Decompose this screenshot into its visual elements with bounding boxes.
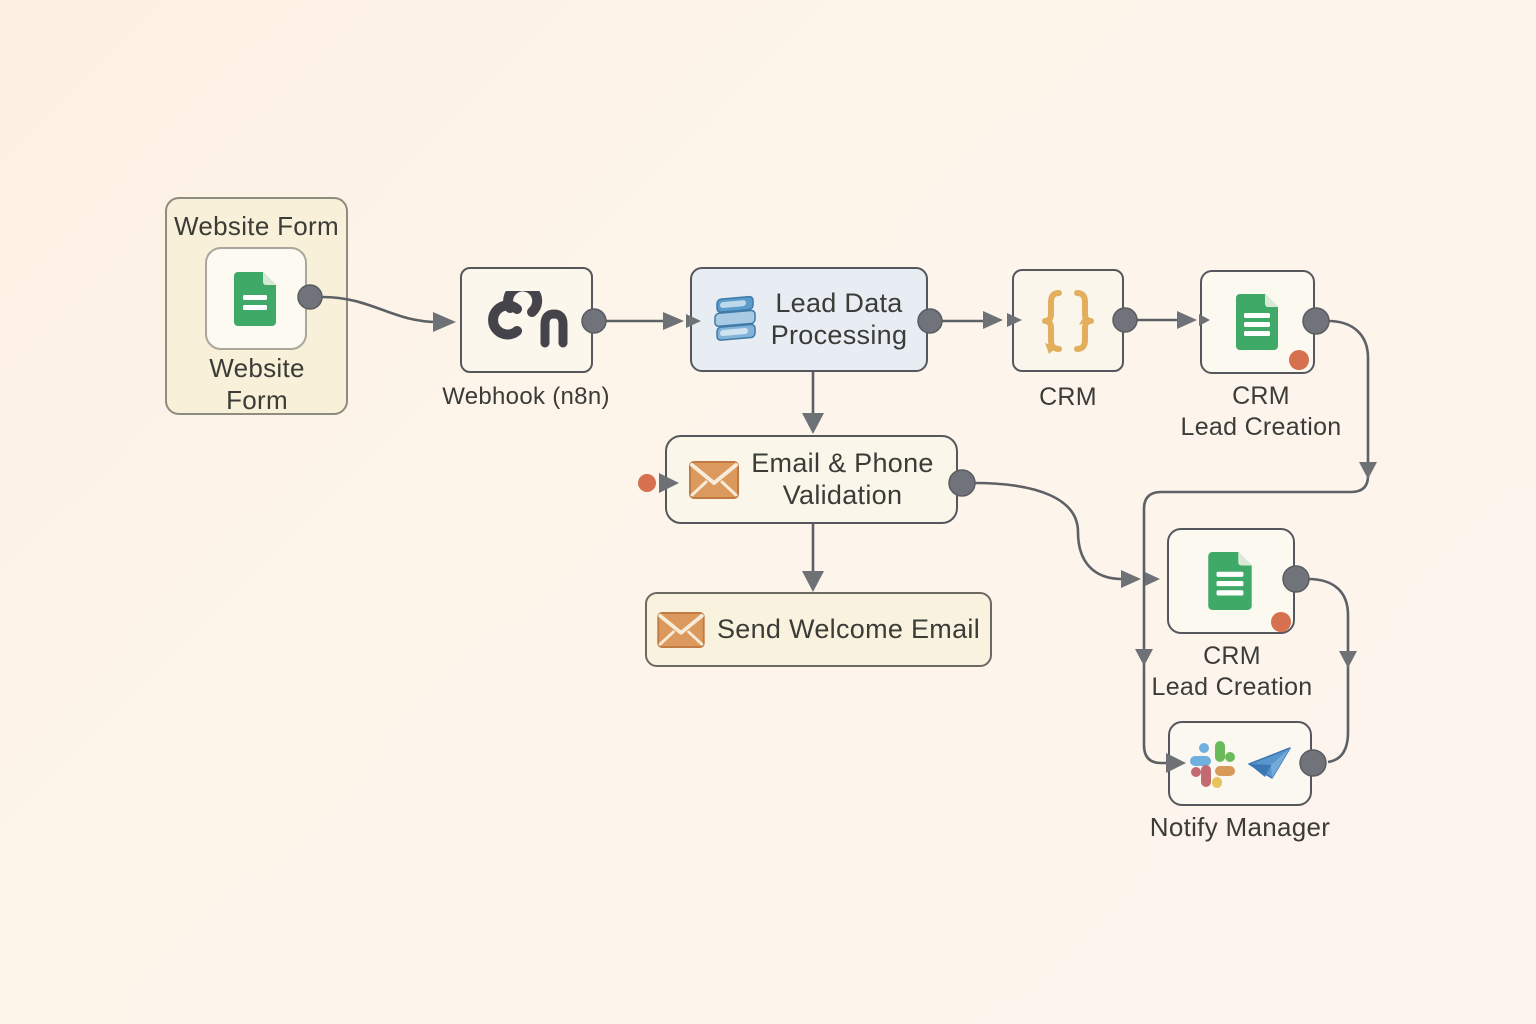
node-website-form[interactable] xyxy=(205,247,307,350)
node-caption-notify-manager: Notify Manager xyxy=(1149,812,1331,842)
node-crm-lead-creation-1[interactable] xyxy=(1200,270,1315,374)
arrowhead-icon xyxy=(1339,651,1357,668)
arrowhead-icon xyxy=(433,312,456,332)
arrowhead-icon xyxy=(983,311,1003,329)
node-caption-crm-lead-creation-2: CRM Lead Creation xyxy=(1151,642,1313,701)
braces-icon xyxy=(1042,289,1094,354)
node-webhook[interactable] xyxy=(460,267,593,373)
error-dot-email-validation xyxy=(638,474,656,492)
arrowhead-icon xyxy=(1135,649,1153,666)
document-icon xyxy=(1235,294,1278,350)
arrowhead-icon xyxy=(802,413,824,434)
arrowhead-icon xyxy=(1177,311,1197,329)
arrowhead-icon xyxy=(663,312,684,330)
document-icon xyxy=(234,271,276,326)
node-email-phone-validation[interactable]: Email & Phone Validation xyxy=(665,435,958,524)
envelope-icon xyxy=(657,611,705,648)
node-label-send-welcome-email: Send Welcome Email xyxy=(716,613,980,644)
node-crm[interactable] xyxy=(1012,269,1124,372)
edge-email-validation-to-crm-lead-creation-2 xyxy=(973,481,1123,581)
arrowhead-icon xyxy=(802,571,824,592)
arrowhead-icon xyxy=(1145,572,1160,586)
envelope-icon xyxy=(689,460,740,499)
node-label-lead-data-processing: Lead Data Processing xyxy=(770,288,908,350)
edge-crm-lead-creation-2-to-notify-manager xyxy=(1307,577,1350,764)
node-label-email-phone-validation: Email & Phone Validation xyxy=(751,448,934,510)
arrowhead-icon xyxy=(1121,570,1141,588)
arrowhead-icon xyxy=(1359,462,1377,479)
node-caption-crm-lead-creation-1: CRM Lead Creation xyxy=(1180,382,1342,441)
node-caption-crm: CRM xyxy=(1039,383,1097,411)
node-lead-data-processing[interactable]: Lead Data Processing xyxy=(690,267,928,372)
group-title: Website Form xyxy=(174,211,339,241)
slack-icon xyxy=(1190,740,1235,788)
document-icon xyxy=(1208,552,1252,610)
paper-plane-icon xyxy=(1248,746,1291,779)
node-crm-lead-creation-2[interactable] xyxy=(1167,528,1295,634)
n8n-link-icon xyxy=(487,291,567,348)
layers-icon xyxy=(713,295,756,341)
node-send-welcome-email[interactable]: Send Welcome Email xyxy=(645,592,992,667)
node-caption-webhook: Webhook (n8n) xyxy=(442,383,610,410)
node-notify-manager[interactable] xyxy=(1168,721,1312,806)
